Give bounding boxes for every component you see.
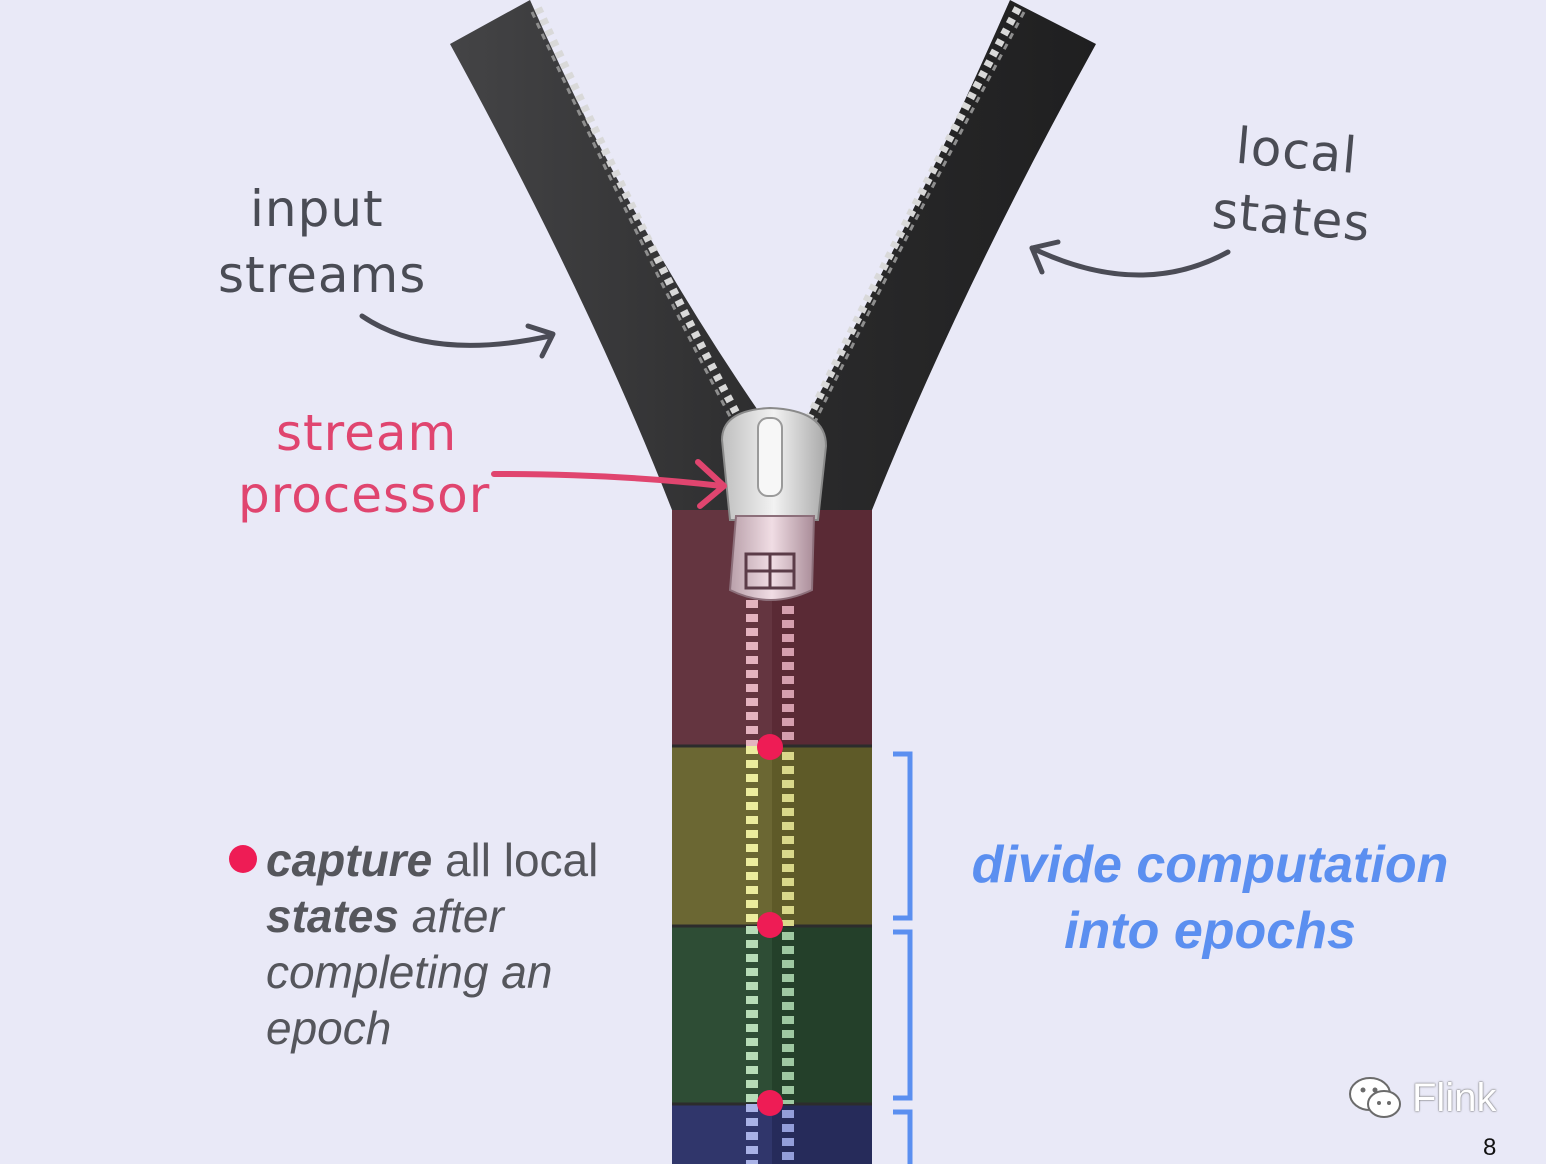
epochs-title-line2: into epochs — [1064, 902, 1356, 960]
bullet-strong-states: states — [266, 890, 399, 942]
label-local: local — [1233, 116, 1360, 186]
zipper-slider — [720, 406, 828, 601]
bullet-dot — [229, 845, 257, 873]
arrow-input-streams — [359, 313, 556, 359]
zipper-teeth-right — [804, 6, 1022, 422]
zipper-teeth-closed — [746, 600, 794, 1164]
bullet-text-all-local: all local — [432, 834, 599, 886]
page-number: 8 — [1483, 1134, 1497, 1161]
label-streams: streams — [218, 246, 427, 304]
label-stream: stream — [276, 404, 458, 462]
arrow-stream-processor — [491, 459, 727, 509]
wechat-icon — [1349, 1077, 1401, 1118]
epoch-bracket-1 — [893, 751, 913, 1164]
watermark: Flink — [1348, 1076, 1496, 1120]
arrow-local-states — [1029, 239, 1231, 278]
label-processor: processor — [238, 466, 491, 524]
checkpoint-marker-1 — [757, 734, 783, 760]
bullet-em-after: after completing an epoch — [266, 890, 553, 1054]
label-states: states — [1209, 181, 1373, 253]
watermark-text: Flink — [1412, 1076, 1497, 1120]
label-input: input — [250, 180, 384, 238]
epochs-title: divide computation into epochs — [930, 832, 1490, 964]
checkpoint-marker-2 — [757, 912, 783, 938]
epochs-title-line1: divide computation — [971, 836, 1449, 894]
zipper-tape-right — [778, 0, 1096, 510]
bullet-text: capture all local states after completin… — [266, 832, 686, 1056]
checkpoint-marker-3 — [757, 1090, 783, 1116]
bullet-strong-capture: capture — [266, 834, 433, 886]
